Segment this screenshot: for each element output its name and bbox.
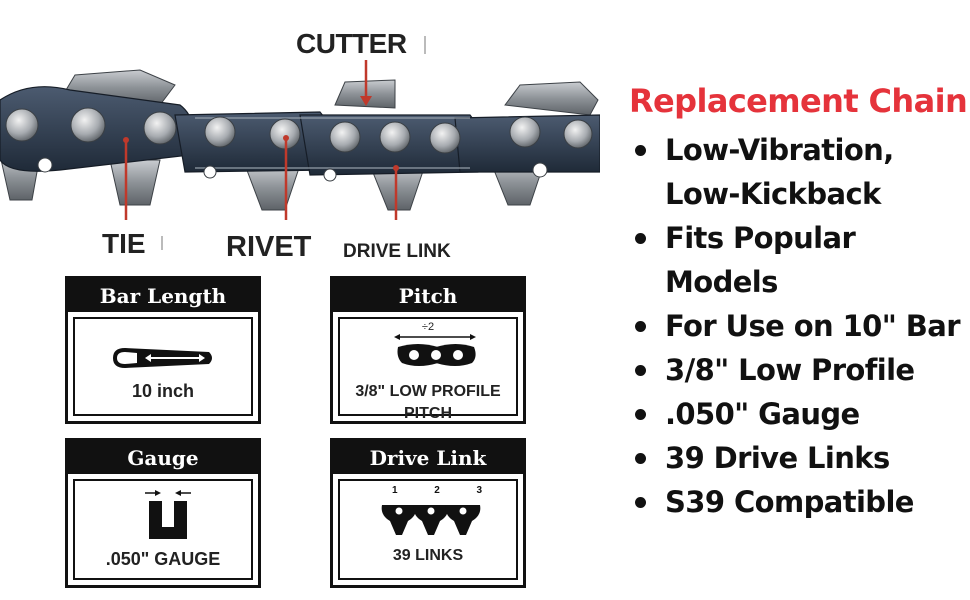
feature-text: S39 Compatible <box>665 485 914 519</box>
feature-item: Low-Vibration, <box>633 128 963 172</box>
cutter-label: CUTTER <box>296 28 407 59</box>
feature-item: Models <box>633 260 963 304</box>
cutter-tick <box>424 36 426 54</box>
gauge-value: .050" GAUGE <box>105 549 221 569</box>
feature-text: Low-Kickback <box>665 177 881 211</box>
pitch-body: ÷2 3/8" LOW PROFILE PITCH <box>338 317 518 422</box>
bar-length-title: Bar Length <box>68 279 258 312</box>
drive-link-number: 2 <box>434 485 440 496</box>
feature-item: 39 Drive Links <box>633 436 963 480</box>
saw-chain-image <box>0 60 600 220</box>
bullet-icon <box>635 365 646 376</box>
feature-text: 3/8" Low Profile <box>665 353 915 387</box>
feature-item: Fits Popular <box>633 216 963 260</box>
bar-length-value: 10 inch <box>131 381 195 401</box>
pitch-card: Pitch ÷2 3/8" LOW PROFILE PITCH <box>330 276 526 424</box>
pitch-title: Pitch <box>333 279 523 312</box>
gauge-title: Gauge <box>68 441 258 474</box>
feature-text: Low-Vibration, <box>665 133 894 167</box>
pitch-value-line2: PITCH <box>404 405 452 422</box>
drive-link-numbers: 1 2 3 <box>392 485 482 496</box>
feature-item: 3/8" Low Profile <box>633 348 963 392</box>
pitch-divider-text: ÷2 <box>421 321 435 333</box>
drive-link-label: DRIVE LINK <box>343 241 451 262</box>
feature-item: S39 Compatible <box>633 480 963 524</box>
bullet-icon <box>635 233 646 244</box>
chain-pitch-icon <box>394 334 476 366</box>
gauge-card: Gauge .050" GAUGE <box>65 438 261 588</box>
feature-text: For Use on 10" Bar <box>665 309 961 343</box>
tie-tick <box>161 236 163 250</box>
guide-bar-icon <box>113 348 212 368</box>
drive-link-title: Drive Link <box>333 441 523 474</box>
bullet-icon <box>635 409 646 420</box>
feature-title: Replacement Chain <box>629 82 968 120</box>
feature-item: Low-Kickback <box>633 172 963 216</box>
bar-length-card: Bar Length 10 inch <box>65 276 261 424</box>
drive-links-icon <box>381 505 481 535</box>
tie-label: TIE <box>102 228 146 259</box>
pitch-value-line1: 3/8" LOW PROFILE <box>355 383 501 400</box>
feature-item: For Use on 10" Bar <box>633 304 963 348</box>
feature-item: .050" Gauge <box>633 392 963 436</box>
pitch-value: 3/8" LOW PROFILE PITCH <box>340 381 516 425</box>
drive-link-body: 1 2 3 39 LINKS <box>338 479 518 580</box>
bullet-icon <box>635 321 646 332</box>
bullet-icon <box>635 453 646 464</box>
bullet-icon <box>635 497 646 508</box>
drive-link-card: Drive Link 1 2 3 39 LINKS <box>330 438 526 588</box>
gauge-groove-icon <box>145 490 191 539</box>
bar-length-body: 10 inch <box>73 317 253 416</box>
rivet-label: RIVET <box>226 231 312 263</box>
drive-link-number: 3 <box>476 485 482 496</box>
drive-link-number: 1 <box>392 485 398 496</box>
feature-text: Fits Popular <box>665 221 856 255</box>
bullet-icon <box>635 145 646 156</box>
feature-text: Models <box>665 265 778 299</box>
feature-text: 39 Drive Links <box>665 441 890 475</box>
feature-text: .050" Gauge <box>665 397 860 431</box>
gauge-body: .050" GAUGE <box>73 479 253 580</box>
drive-link-value: 39 LINKS <box>392 547 464 564</box>
